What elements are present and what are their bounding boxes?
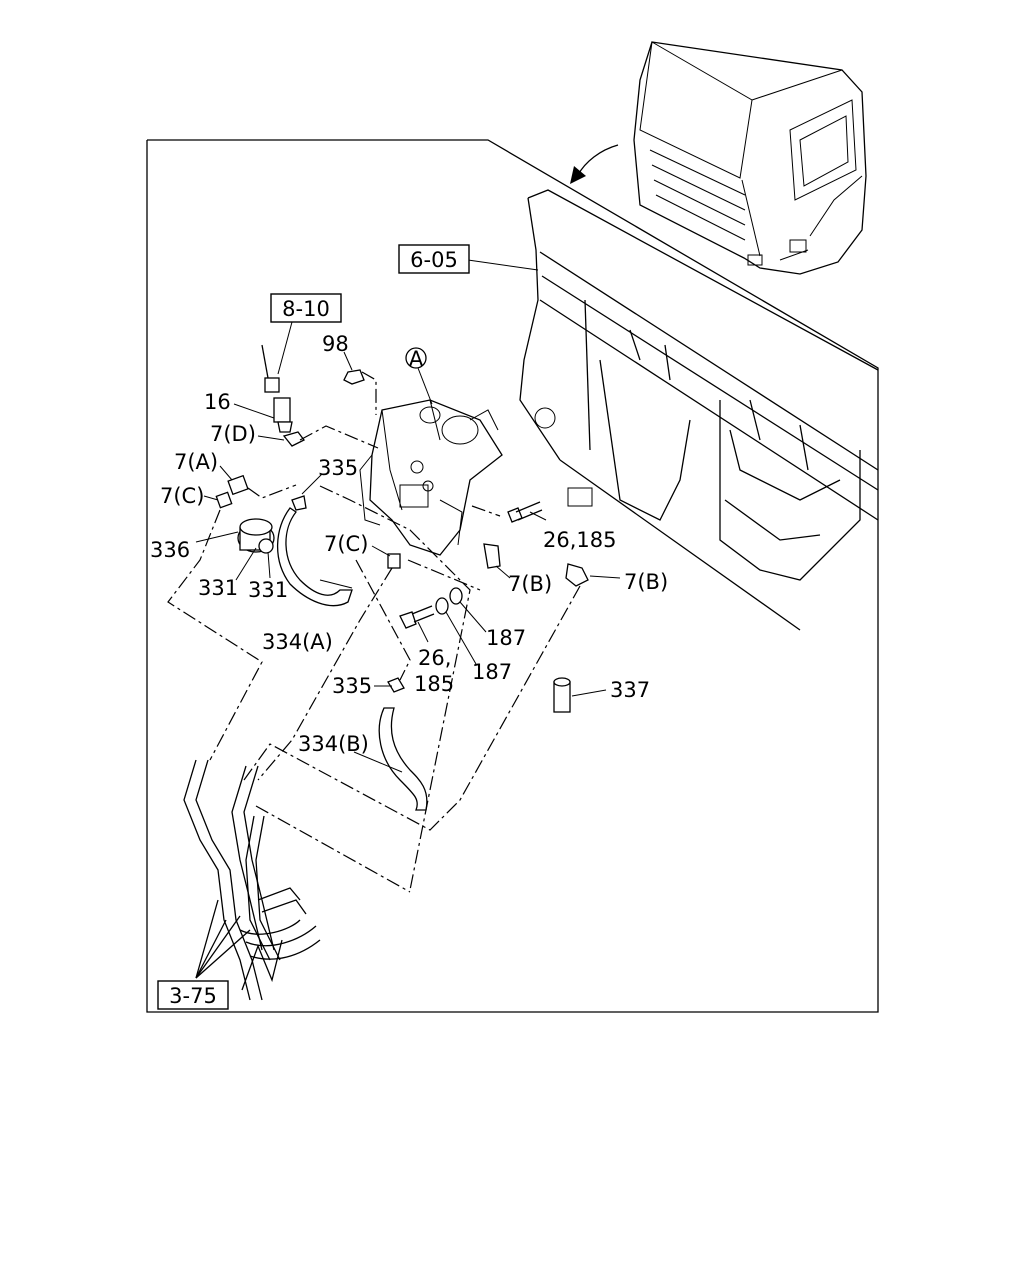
label-7d: 7(D) (210, 422, 256, 446)
hose-bundle (183, 759, 321, 1001)
clip-335-bottom (374, 677, 405, 693)
callout-a: A (405, 347, 433, 405)
label-185-mid: 185 (414, 672, 454, 696)
label-98: 98 (322, 332, 349, 356)
ref-box-6-05: 6-05 (398, 244, 470, 274)
bolt-26-185-right (471, 501, 547, 523)
ref-6-05-text: 6-05 (410, 248, 458, 272)
clip-335-top (301, 473, 323, 495)
fitting-7b-right (565, 563, 621, 587)
label-336: 336 (150, 538, 190, 562)
ref-8-10-text: 8-10 (282, 297, 330, 321)
leader-lines (467, 259, 539, 271)
truck-cab-illustration (633, 41, 867, 275)
label-331-a: 331 (198, 576, 238, 600)
fitting-7a (219, 465, 297, 499)
part-16-sensor (233, 321, 293, 433)
ref-box-8-10: 8-10 (270, 293, 342, 323)
callout-a-text: A (409, 347, 424, 371)
hose-334b (353, 707, 428, 811)
part-labels: 98 16 7(D) 7(A) 7(C) 335 336 331 331 334… (150, 332, 668, 756)
label-7c-left: 7(C) (160, 484, 204, 508)
part-337 (553, 677, 607, 713)
actuator-assembly (359, 399, 503, 556)
label-334a: 334(A) (262, 630, 333, 654)
fitting-7b-mid (483, 543, 511, 579)
fitting-7d (257, 425, 379, 449)
label-334b: 334(B) (298, 732, 369, 756)
cab-panel-structure (519, 189, 879, 631)
label-7b-mid: 7(B) (508, 572, 552, 596)
fitting-7c-mid (371, 545, 401, 569)
label-187-b: 187 (472, 660, 512, 684)
label-331-b: 331 (248, 578, 288, 602)
diagram-frame (146, 139, 879, 1013)
label-7a: 7(A) (174, 450, 218, 474)
ref-3-75-text: 3-75 (169, 984, 217, 1008)
routing-lines (167, 485, 581, 893)
curved-arrow (570, 144, 619, 184)
ref-box-3-75: 3-75 (157, 980, 229, 1010)
part-336-canister (195, 518, 275, 581)
label-337: 337 (610, 678, 650, 702)
label-26-mid: 26, (418, 646, 451, 670)
hose-334a (276, 495, 353, 607)
label-335-bottom: 335 (332, 674, 372, 698)
washers-187 (435, 587, 487, 665)
label-335-top: 335 (318, 456, 358, 480)
fitting-7c-left (203, 491, 233, 509)
label-7b-right: 7(B) (624, 570, 668, 594)
bolt-26-185-mid (399, 605, 435, 643)
label-187-a: 187 (486, 626, 526, 650)
label-16: 16 (204, 390, 231, 414)
label-7c-mid: 7(C) (324, 532, 368, 556)
part-98-nut (343, 351, 377, 415)
label-26-185-right: 26,185 (543, 528, 616, 552)
